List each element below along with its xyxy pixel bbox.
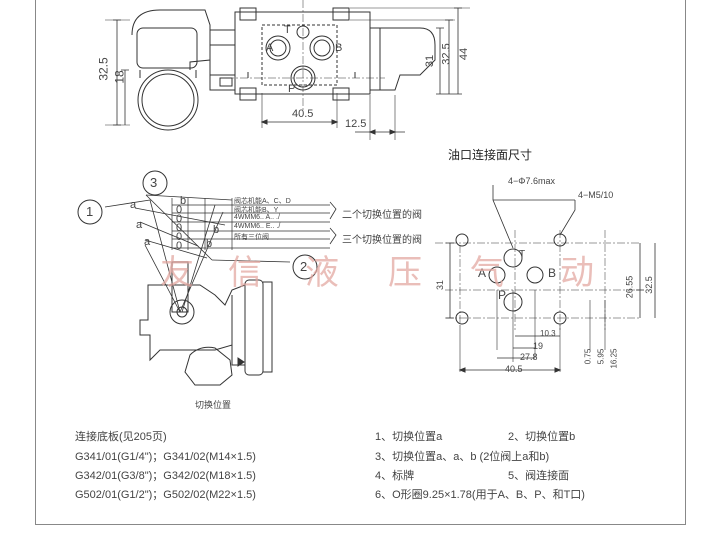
legend-5: 5、阀连接面 [508, 470, 570, 482]
frame-left-line [35, 0, 36, 525]
legend-6: 6、O形圈9.25×1.78(用于A、B、P、和T口) [375, 489, 585, 501]
frame-right-line [685, 0, 686, 525]
dim-31-face: 31 [435, 279, 446, 291]
side-view [77, 170, 337, 386]
dim-32-5-face: 32.5 [643, 276, 654, 294]
port-p-label: P [288, 83, 296, 95]
dim-27-8: 27.8 [520, 352, 538, 362]
hole-m5-label: 4−M5/10 [578, 190, 614, 200]
dim-12-5: 12.5 [345, 118, 367, 130]
dim-31: 31 [424, 54, 437, 68]
face-port-b: B [548, 266, 557, 280]
zero-5: 0 [176, 240, 183, 252]
subplate-row-3: G502/01(G1/2")；G502/02(M22×1.5) [75, 489, 256, 501]
watermark-char-6: 动 [560, 253, 594, 293]
port-face-view [435, 185, 656, 373]
callout-1: 1 [86, 204, 94, 219]
legend-4: 4、标牌 [375, 470, 415, 482]
note-three-position: 三个切换位置的阀 [342, 235, 422, 246]
zero-2: 0 [176, 213, 183, 225]
dim-32-5-left: 32.5 [96, 57, 111, 81]
table-row-5: 所有三位阀 [234, 234, 269, 241]
letter-b-3: b [206, 238, 213, 250]
port-b-label: B [335, 42, 343, 54]
table-row-1: 阀芯机能A、C、D [234, 198, 291, 205]
legend-3: 3、切换位置a、a、b (2位阀上a和b) [375, 451, 550, 463]
dim-10-3: 10.3 [540, 329, 556, 338]
letter-a-2: a [136, 219, 143, 231]
zero-3: 0 [176, 222, 183, 234]
watermark-char-5: 气 [470, 253, 504, 293]
top-view [105, 0, 470, 140]
dim-44: 44 [458, 47, 471, 61]
table-row-3: 4WMM6.. A.. ./ [234, 214, 280, 221]
dim-16-25: 16.25 [609, 348, 619, 369]
callout-3: 3 [150, 175, 158, 190]
dim-32-5-right: 32.5 [440, 43, 453, 65]
letter-a-3: a [144, 236, 151, 248]
legend-1: 1、切换位置a [375, 431, 443, 443]
table-row-4: 4WMM6.. E.. ./ [234, 223, 281, 230]
subplate-title: 连接底板(见205页) [75, 431, 167, 443]
port-a-label: A [266, 42, 274, 54]
note-two-position: 二个切换位置的阀 [342, 210, 422, 221]
dim-18: 18 [112, 70, 127, 84]
face-port-p: P [498, 288, 507, 302]
frame-bottom-line [35, 524, 686, 525]
dim-26-55: 26.55 [624, 275, 635, 299]
face-port-t: T [519, 249, 526, 260]
zero-1: 0 [176, 204, 183, 216]
subplate-row-2: G342/01(G3/8")；G342/02(M18×1.5) [75, 470, 256, 482]
port-t-label: T [284, 24, 291, 36]
dim-40-5-top: 40.5 [292, 108, 314, 120]
callout-2: 2 [300, 259, 308, 274]
subplate-row-1: G341/01(G1/4")；G341/02(M14×1.5) [75, 451, 256, 463]
watermark-char-3: 液 [305, 253, 339, 293]
dim-5-95: 5.95 [596, 348, 606, 365]
letter-a-1: a [130, 199, 137, 211]
switch-position-label: 切换位置 [195, 400, 232, 410]
watermark-char-4: 压 [388, 253, 422, 293]
dim-19: 19 [533, 341, 544, 351]
dim-40-5-face: 40.5 [505, 364, 523, 374]
watermark-char-2: 信 [228, 253, 262, 293]
watermark-char-1: 友 [160, 253, 194, 293]
hole-phi-label: 4−Φ7.6max [508, 176, 555, 186]
face-port-a: A [478, 266, 487, 280]
section-title: 油口连接面尺寸 [448, 148, 533, 162]
zero-4: 0 [176, 231, 183, 243]
legend-2: 2、切换位置b [508, 431, 576, 443]
letter-b-2: b [213, 224, 220, 236]
letter-b-1: b [180, 195, 187, 207]
table-row-2: 阀芯机能B、Y [234, 207, 279, 214]
dim-0-75: 0.75 [583, 348, 593, 365]
